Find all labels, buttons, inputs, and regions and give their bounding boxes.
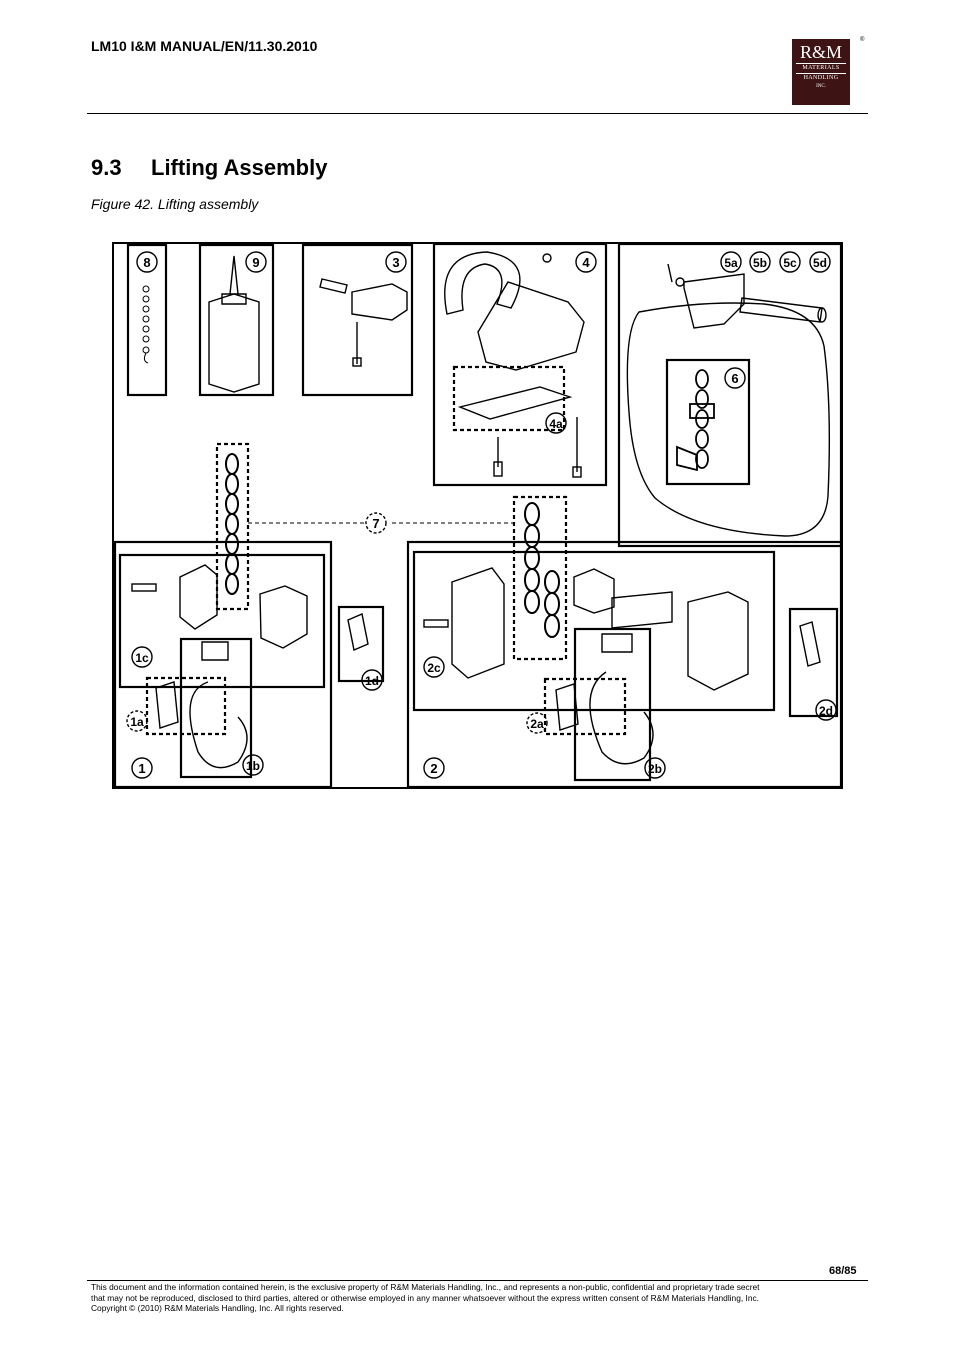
- svg-text:7: 7: [372, 516, 379, 531]
- legal-footer: This document and the information contai…: [91, 1282, 871, 1314]
- document-id: LM10 I&M MANUAL/EN/11.30.2010: [91, 38, 318, 54]
- panel-9: [198, 243, 275, 397]
- footer-line-2: that may not be reproduced, disclosed to…: [91, 1292, 760, 1303]
- panel-1b: [179, 637, 253, 779]
- panel-1d: [337, 605, 385, 683]
- svg-text:2: 2: [430, 761, 437, 776]
- svg-text:6: 6: [731, 371, 738, 386]
- panel-2b: [573, 627, 652, 782]
- figure-caption: Figure 42. Lifting assembly: [91, 196, 259, 212]
- svg-text:1c: 1c: [135, 651, 149, 665]
- svg-text:4a: 4a: [549, 417, 563, 431]
- callout-1c: 1c: [131, 646, 153, 668]
- callout-4: 4: [575, 251, 597, 273]
- svg-text:1d: 1d: [365, 674, 379, 688]
- svg-text:2b: 2b: [648, 762, 662, 776]
- load-chain-2: [524, 502, 560, 638]
- svg-text:1a: 1a: [130, 715, 144, 729]
- callout-5c: 5c: [779, 251, 801, 273]
- callout-2: 2: [423, 757, 445, 779]
- callout-7: 7: [365, 512, 387, 534]
- svg-text:8: 8: [143, 255, 150, 270]
- svg-text:5b: 5b: [753, 256, 767, 270]
- callout-2c: 2c: [423, 656, 445, 678]
- svg-text:2a: 2a: [530, 717, 544, 731]
- registered-mark: ®: [860, 37, 865, 43]
- chain-group-1: [215, 442, 250, 611]
- panel-8: [126, 243, 168, 397]
- figure-frame: [112, 242, 843, 789]
- panel-2: [406, 540, 843, 789]
- callout-5a: 5a: [720, 251, 742, 273]
- svg-text:9: 9: [252, 255, 259, 270]
- hook-latch-group-2: [543, 677, 627, 736]
- panel-5: [617, 242, 843, 548]
- item-2-drawing: [423, 567, 821, 765]
- svg-text:5d: 5d: [813, 256, 827, 270]
- header-divider: [87, 113, 868, 114]
- panel-3: [301, 243, 414, 397]
- callout-labels: 8 9 3 4 4a 5a 5b 5c 5d 6 7 1c 1d 1a 1 1b…: [126, 251, 837, 779]
- company-logo: R&M MATERIALS HANDLING INC.: [792, 39, 850, 105]
- logo-mark: R&M: [799, 42, 842, 62]
- svg-text:3: 3: [392, 255, 399, 270]
- logo-line-inc: INC.: [816, 84, 826, 89]
- callout-1b: 1b: [242, 754, 264, 776]
- footer-line-3: Copyright © (2010) R&M Materials Handlin…: [91, 1303, 344, 1314]
- section-number: 9.3: [91, 155, 122, 180]
- item-5-drawing: [626, 263, 831, 537]
- load-chain-1: [225, 453, 239, 595]
- callout-2a: 2a: [526, 712, 548, 734]
- section-title: Lifting Assembly: [151, 155, 328, 180]
- lifting-assembly-figure: 8 9 3 4 4a 5a 5b 5c 5d 6 7 1c 1d 1a 1 1b…: [112, 242, 843, 789]
- section-heading: 9.3 Lifting Assembly: [91, 155, 327, 181]
- item-3-drawing: [319, 278, 408, 367]
- svg-text:4: 4: [582, 255, 590, 270]
- panel-2c: [412, 550, 776, 712]
- callout-6: 6: [724, 367, 746, 389]
- item-8-drawing: [142, 285, 150, 364]
- svg-text:1: 1: [138, 761, 145, 776]
- callout-3: 3: [385, 251, 407, 273]
- hook-latch-group-1: [145, 676, 227, 736]
- svg-text:5c: 5c: [783, 256, 797, 270]
- item-9-drawing: [208, 255, 260, 393]
- callout-2d: 2d: [815, 699, 837, 721]
- svg-text:2d: 2d: [819, 704, 833, 718]
- callout-5d: 5d: [809, 251, 831, 273]
- panel-2d: [788, 607, 839, 718]
- callout-9: 9: [245, 251, 267, 273]
- logo-line-materials: MATERIALS: [796, 63, 846, 73]
- item-6-drawing: [676, 369, 715, 472]
- panel-1c: [118, 553, 326, 689]
- panel-4: [432, 242, 608, 487]
- svg-text:2c: 2c: [427, 661, 441, 675]
- callout-1d: 1d: [361, 669, 383, 691]
- logo-line-handling: HANDLING: [796, 73, 846, 83]
- page-number: 68/85: [829, 1265, 857, 1277]
- footer-line-1: This document and the information contai…: [91, 1282, 760, 1292]
- callout-5b: 5b: [749, 251, 771, 273]
- callout-8: 8: [136, 251, 158, 273]
- panel-1: [113, 540, 333, 789]
- callout-1: 1: [131, 757, 153, 779]
- panel-6: [665, 358, 751, 486]
- callout-1a: 1a: [126, 710, 148, 732]
- svg-text:5a: 5a: [724, 256, 738, 270]
- chain-group-2: [512, 495, 568, 661]
- item-4-drawing: [444, 251, 585, 478]
- item-1-drawing: [131, 564, 369, 769]
- svg-text:1b: 1b: [246, 759, 260, 773]
- callout-2b: 2b: [644, 757, 666, 779]
- panel-4a: [452, 365, 566, 432]
- callout-4a: 4a: [545, 412, 567, 434]
- footer-divider: [87, 1280, 868, 1281]
